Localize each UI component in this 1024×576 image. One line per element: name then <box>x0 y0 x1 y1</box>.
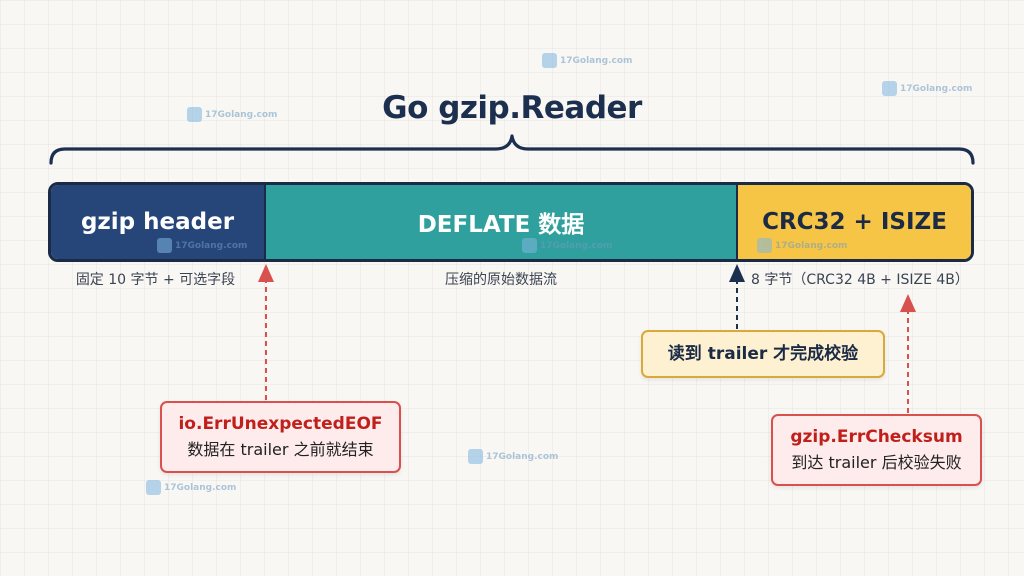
checksum-error-desc: 到达 trailer 后校验失败 <box>791 453 962 472</box>
watermark: 17Golang.com <box>157 238 247 253</box>
checksum-error-callout: gzip.ErrChecksum 到达 trailer 后校验失败 <box>771 414 982 486</box>
trailer-read-callout: 读到 trailer 才完成校验 <box>641 330 885 378</box>
watermark-logo-icon <box>146 480 161 495</box>
segment-deflate-data: DEFLATE 数据 <box>266 185 738 259</box>
watermark-logo-icon <box>187 107 202 122</box>
eof-error-name: io.ErrUnexpectedEOF <box>178 414 383 434</box>
watermark-logo-icon <box>157 238 172 253</box>
watermark: 17Golang.com <box>757 238 847 253</box>
watermark: 17Golang.com <box>522 238 612 253</box>
checksum-error-name: gzip.ErrChecksum <box>790 427 963 447</box>
watermark: 17Golang.com <box>542 53 632 68</box>
watermark: 17Golang.com <box>187 107 277 122</box>
eof-error-desc: 数据在 trailer 之前就结束 <box>187 440 374 459</box>
watermark-logo-icon <box>542 53 557 68</box>
watermark-logo-icon <box>522 238 537 253</box>
trailer-subtitle: 8 字节（CRC32 4B + ISIZE 4B） <box>751 272 969 288</box>
watermark: 17Golang.com <box>146 480 236 495</box>
segment-trailer: CRC32 + ISIZE <box>738 185 971 259</box>
deflate-subtitle: 压缩的原始数据流 <box>445 272 557 288</box>
watermark: 17Golang.com <box>468 449 558 464</box>
header-subtitle: 固定 10 字节 + 可选字段 <box>75 272 236 288</box>
reader-brace <box>49 134 975 165</box>
unexpected-eof-callout: io.ErrUnexpectedEOF 数据在 trailer 之前就结束 <box>160 401 401 473</box>
watermark: 17Golang.com <box>882 81 972 96</box>
gzip-stream-bar: gzip header DEFLATE 数据 CRC32 + ISIZE <box>48 182 974 262</box>
watermark-logo-icon <box>468 449 483 464</box>
watermark-logo-icon <box>757 238 772 253</box>
diagram-title: Go gzip.Reader <box>382 90 642 126</box>
watermark-logo-icon <box>882 81 897 96</box>
